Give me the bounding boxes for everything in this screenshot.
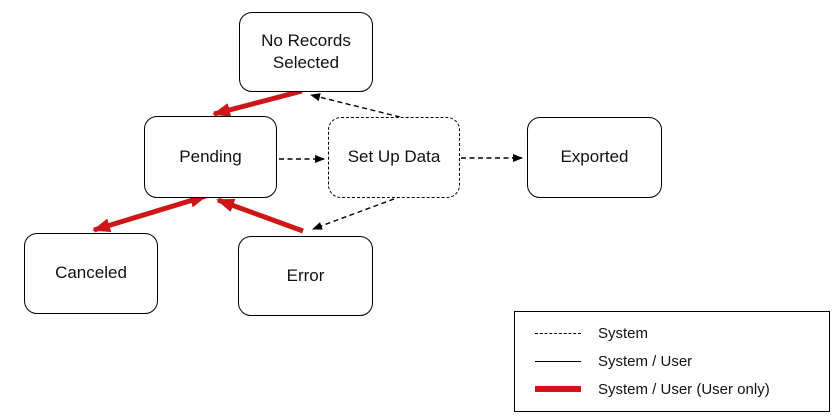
node-error-label: Error xyxy=(286,265,325,285)
legend-label-system: System xyxy=(598,325,649,343)
legend-label-user-only: System / User (User only) xyxy=(598,380,770,398)
node-set-up-data-label: Set Up Data xyxy=(347,147,441,167)
node-pending-label: Pending xyxy=(179,146,242,166)
node-error: Error xyxy=(238,236,373,316)
node-no-records-selected-label: No Records Selected xyxy=(261,30,351,72)
legend-label-system-user: System / User xyxy=(598,352,693,370)
legend-row-system-user: System / User xyxy=(515,349,829,373)
node-canceled: Canceled xyxy=(24,233,158,314)
legend-row-system: System xyxy=(515,322,829,346)
node-canceled-label: Canceled xyxy=(55,263,127,283)
red-line-sample-icon xyxy=(535,386,581,393)
legend-row-user-only: System / User (User only) xyxy=(515,377,829,401)
node-pending: Pending xyxy=(144,116,277,198)
legend-box: System System / User System / User (User… xyxy=(514,311,830,412)
dashed-line-sample-icon xyxy=(535,333,581,335)
edge-norecords-to-pending xyxy=(212,88,303,117)
edge-error-to-pending xyxy=(216,197,304,234)
node-set-up-data: Set Up Data xyxy=(328,117,460,198)
edge-pending-canceled-bidirectional xyxy=(92,193,208,233)
edge-setupdata-to-norecords xyxy=(310,93,401,118)
solid-line-sample-icon xyxy=(535,360,581,362)
node-no-records-selected: No Records Selected xyxy=(239,12,373,92)
node-exported: Exported xyxy=(527,117,662,198)
node-exported-label: Exported xyxy=(560,147,629,167)
edge-setupdata-to-error xyxy=(312,195,403,230)
